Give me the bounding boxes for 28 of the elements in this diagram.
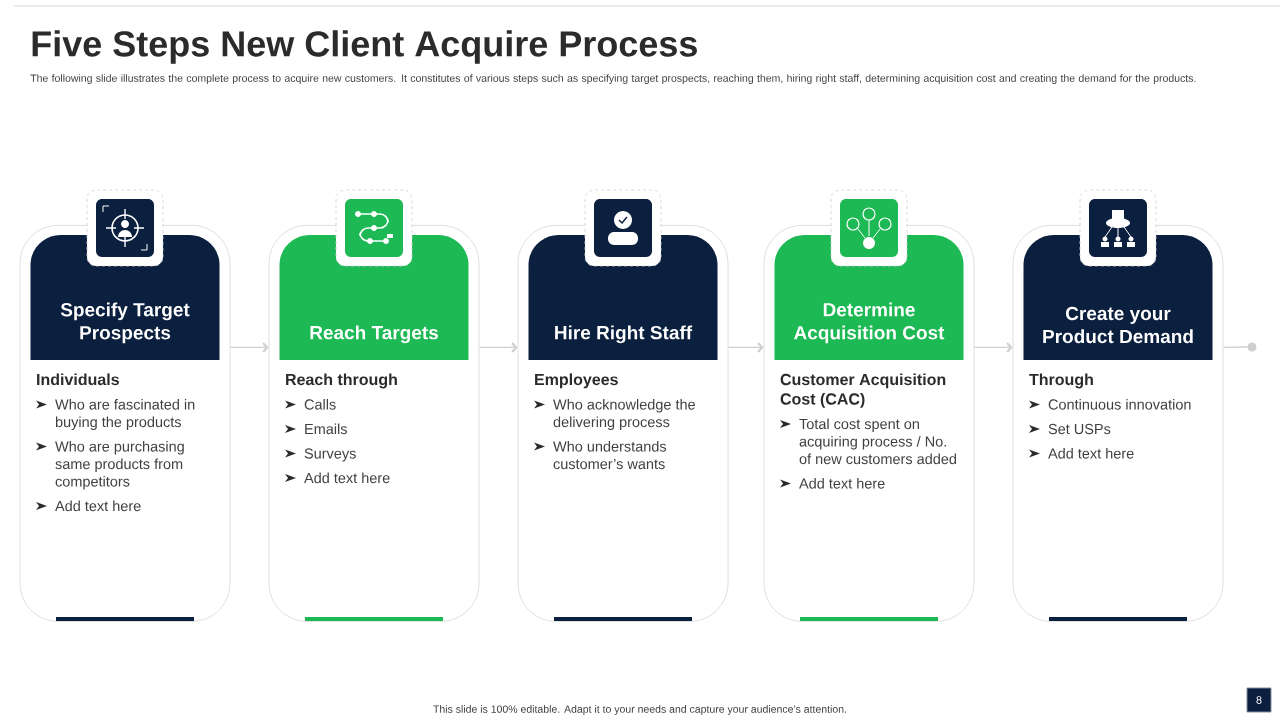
connector-line — [1222, 346, 1248, 349]
bullet-item: Continuous innovation — [1048, 399, 1191, 410]
footer-note: This slide is 100% editable. Adapt it to your needs and capture your audience’s attention. — [433, 705, 846, 715]
card-heading: Employees — [535, 373, 618, 389]
bullet-item: Set USPs — [1048, 423, 1111, 435]
description: The following slide illustrates the complete process to acquire new customers. It constitutes of various steps such as specifying target prospects, reaching them, hiring right staff, determining acquisition cost and creating the demand for the products. — [30, 74, 1196, 84]
arrow — [727, 342, 764, 353]
bullet-item: Calls — [304, 399, 336, 410]
bullet-item: Add text here — [1048, 448, 1134, 459]
bullet-item: Add text here — [55, 500, 141, 512]
bullet-item: Who acknowledge the delivering process — [553, 399, 695, 430]
card-heading: Through — [1029, 373, 1093, 389]
bullet-item: Add text here — [799, 478, 885, 489]
bullet-item: Who are purchasing same products from competitors — [55, 441, 184, 490]
bullet-item: Total cost spent on acquiring process / No. of new customers added — [799, 418, 956, 465]
card-heading: Customer Acquisition Cost (CAC) — [780, 373, 946, 408]
bullet-item: Add text here — [304, 472, 390, 484]
bullet-item: Who understands customer’s wants — [553, 441, 667, 470]
arrow — [973, 342, 1013, 353]
arrow — [229, 342, 269, 353]
bullet-item: Surveys — [304, 448, 356, 462]
title: Five Steps New Client Acquire Process — [32, 30, 697, 64]
bullet-item: Emails — [305, 423, 347, 435]
arrow — [478, 342, 518, 353]
bullet-item: Who are fascinated in buying the products — [55, 399, 195, 430]
card-heading: Reach through — [286, 373, 397, 389]
card-heading: Individuals — [37, 373, 119, 386]
page-number: 8 — [1246, 687, 1272, 713]
